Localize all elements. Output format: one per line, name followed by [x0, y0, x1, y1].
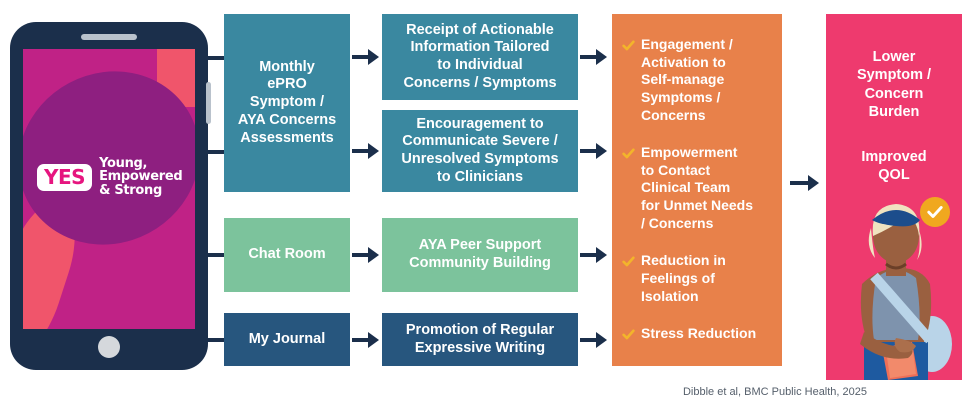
arrow-stem-to-receipt: [352, 55, 369, 59]
arrow-to-receipt: [368, 49, 379, 65]
check-badge-glyph: [927, 206, 943, 218]
arrow-outcomes-to-impact: [808, 175, 819, 191]
mechanism-box-expressive-writing[interactable]: Promotion of Regular Expressive Writing: [382, 313, 578, 366]
outcome-item[interactable]: Reduction in Feelings of Isolation: [622, 252, 772, 305]
outcome-item-label: Reduction in Feelings of Isolation: [641, 252, 726, 304]
tagline-line-1: Young,: [99, 156, 148, 171]
outcome-item[interactable]: Stress Reduction: [622, 325, 772, 343]
yes-logo-text: YES: [44, 164, 86, 189]
check-icon: [622, 40, 635, 51]
arrow-encouragement-to-outcomes: [596, 143, 607, 159]
phone-side-button-icon: [206, 82, 211, 124]
arrow-stem-to-expressive-writing: [352, 338, 369, 342]
feature-box-my-journal-label: My Journal: [248, 330, 326, 347]
phone-screen: YES Young, Empowered & Strong: [23, 49, 195, 329]
impact-subtitle: Improved QOL: [861, 149, 927, 184]
yes-logo-tagline: Young, Empowered & Strong: [99, 156, 183, 198]
phone-speaker-icon: [81, 34, 137, 40]
mechanism-box-peer-support-label: AYA Peer Support Community Building: [409, 237, 551, 271]
outcome-item-label: Stress Reduction: [641, 325, 757, 342]
feature-box-chat-room[interactable]: Chat Room: [224, 218, 350, 292]
arrow-stem-writing-to-outcomes: [580, 338, 597, 342]
mechanism-box-actionable-information-label: Receipt of Actionable Information Tailor…: [403, 21, 557, 91]
yes-logo-badge: YES: [37, 163, 93, 191]
check-icon: [622, 148, 635, 159]
tagline-line-2: Empowered: [99, 169, 183, 185]
tagline-line-3: & Strong: [99, 182, 163, 198]
feature-box-my-journal[interactable]: My Journal: [224, 313, 350, 366]
arrow-stem-receipt-to-outcomes: [580, 55, 597, 59]
outcome-item[interactable]: Empowerment to Contact Clinical Team for…: [622, 144, 772, 232]
connector-line-chat-room: [208, 253, 226, 257]
arrow-receipt-to-outcomes: [596, 49, 607, 65]
feature-box-assessments-label: Monthly ePRO Symptom / AYA Concerns Asse…: [237, 58, 337, 146]
arrow-stem-to-peer-support: [352, 253, 369, 257]
arrow-stem-to-encouragement: [352, 149, 369, 153]
citation-text: Dibble et al, BMC Public Health, 2025: [682, 386, 868, 398]
connector-line-my-journal: [208, 338, 226, 342]
arrow-to-encouragement: [368, 143, 379, 159]
outcome-item-label: Empowerment to Contact Clinical Team for…: [641, 144, 754, 231]
arrow-writing-to-outcomes: [596, 332, 607, 348]
arrow-stem-outcomes-to-impact: [790, 181, 809, 185]
mechanism-box-expressive-writing-label: Promotion of Regular Expressive Writing: [405, 321, 555, 356]
mechanism-box-encouragement[interactable]: Encouragement to Communicate Severe / Un…: [382, 110, 578, 192]
arrow-to-peer-support: [368, 247, 379, 263]
phone-home-button-icon: [98, 336, 120, 358]
mechanism-box-encouragement-label: Encouragement to Communicate Severe / Un…: [401, 115, 559, 185]
check-icon: [622, 329, 635, 340]
phone-mockup: YES Young, Empowered & Strong: [10, 22, 211, 370]
feature-box-chat-room-label: Chat Room: [248, 246, 326, 263]
impact-title: Lower Symptom / Concern Burden: [856, 49, 932, 120]
arrow-stem-peer-to-outcomes: [580, 253, 597, 257]
outcomes-panel: Engagement / Activation to Self-manage S…: [612, 14, 782, 366]
outcome-item[interactable]: Engagement / Activation to Self-manage S…: [622, 36, 772, 124]
check-badge-icon: [920, 197, 950, 227]
arrow-to-expressive-writing: [368, 332, 379, 348]
person-with-book-illustration: [860, 204, 952, 380]
connector-line-assessments-bottom: [208, 150, 226, 154]
outcome-item-label: Engagement / Activation to Self-manage S…: [641, 36, 733, 123]
check-icon: [622, 256, 635, 267]
mechanism-box-peer-support[interactable]: AYA Peer Support Community Building: [382, 218, 578, 292]
impact-panel: Lower Symptom / Concern Burden Improved …: [826, 14, 962, 380]
connector-line-assessments-top: [208, 56, 226, 60]
arrow-peer-to-outcomes: [596, 247, 607, 263]
mechanism-box-actionable-information[interactable]: Receipt of Actionable Information Tailor…: [382, 14, 578, 100]
feature-box-assessments[interactable]: Monthly ePRO Symptom / AYA Concerns Asse…: [224, 14, 350, 192]
arrow-stem-encouragement-to-outcomes: [580, 149, 597, 153]
yes-app-logo: YES Young, Empowered & Strong: [37, 156, 183, 198]
